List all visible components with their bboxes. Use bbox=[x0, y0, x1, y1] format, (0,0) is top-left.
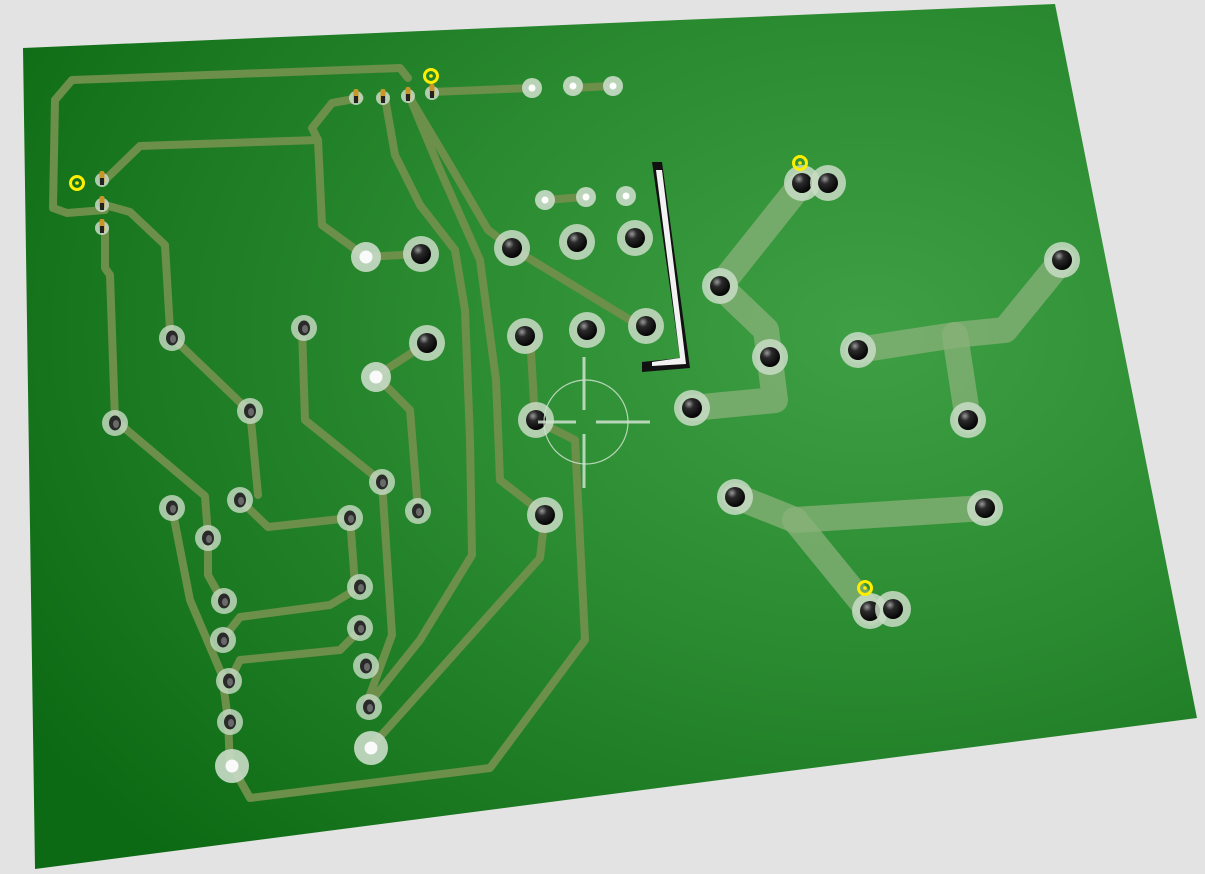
through-hole-pad[interactable] bbox=[409, 325, 445, 361]
copper-trace[interactable] bbox=[364, 94, 476, 709]
copper-trace[interactable] bbox=[372, 372, 422, 514]
fiducial-marker bbox=[792, 155, 808, 171]
copper-trace[interactable] bbox=[101, 94, 364, 184]
through-hole-pad[interactable] bbox=[784, 165, 820, 201]
through-hole-pad[interactable] bbox=[217, 709, 243, 735]
through-hole-pad[interactable] bbox=[403, 236, 439, 272]
through-hole-pad[interactable] bbox=[950, 402, 986, 438]
copper-trace[interactable] bbox=[314, 136, 370, 261]
copper-trace[interactable] bbox=[428, 84, 534, 96]
copper-trace[interactable] bbox=[246, 406, 262, 499]
through-hole-pad[interactable] bbox=[702, 268, 738, 304]
power-trace[interactable] bbox=[782, 507, 883, 625]
through-hole-pad[interactable] bbox=[535, 190, 555, 210]
copper-trace[interactable] bbox=[49, 96, 109, 217]
through-hole-pad[interactable] bbox=[628, 308, 664, 344]
through-hole-pad[interactable] bbox=[211, 588, 237, 614]
through-hole-pad[interactable] bbox=[95, 171, 109, 187]
pcb-board[interactable] bbox=[23, 4, 1197, 869]
copper-trace[interactable] bbox=[168, 504, 226, 679]
power-traces-layer bbox=[679, 170, 1075, 625]
through-hole-pad[interactable] bbox=[576, 187, 596, 207]
through-hole-pad[interactable] bbox=[752, 339, 788, 375]
through-hole-pad[interactable] bbox=[237, 398, 263, 424]
copper-trace[interactable] bbox=[228, 416, 589, 802]
through-hole-pad[interactable] bbox=[875, 591, 911, 627]
fiducial-marker bbox=[857, 580, 873, 596]
through-hole-pad[interactable] bbox=[195, 525, 221, 551]
through-hole-pad[interactable] bbox=[347, 615, 373, 641]
copper-trace[interactable] bbox=[218, 583, 364, 644]
through-hole-pad[interactable] bbox=[522, 78, 542, 98]
through-hole-pad[interactable] bbox=[337, 505, 363, 531]
connector-slot bbox=[642, 162, 690, 372]
through-hole-pad[interactable] bbox=[210, 627, 236, 653]
through-hole-pad[interactable] bbox=[349, 89, 363, 105]
through-hole-pad[interactable] bbox=[603, 76, 623, 96]
through-hole-pad[interactable] bbox=[405, 498, 431, 524]
pads-layer bbox=[69, 68, 1080, 783]
fiducial-marker bbox=[423, 68, 439, 84]
power-trace[interactable] bbox=[679, 170, 815, 421]
through-hole-pad[interactable] bbox=[102, 410, 128, 436]
through-hole-pad[interactable] bbox=[674, 390, 710, 426]
through-hole-pad[interactable] bbox=[559, 224, 595, 260]
through-hole-pad[interactable] bbox=[967, 490, 1003, 526]
through-hole-pad[interactable] bbox=[569, 312, 605, 348]
copper-trace[interactable] bbox=[101, 201, 252, 414]
through-hole-pad[interactable] bbox=[369, 469, 395, 495]
through-hole-pad[interactable] bbox=[518, 402, 554, 438]
copper-trace[interactable] bbox=[508, 244, 644, 330]
through-hole-pad[interactable] bbox=[1044, 242, 1080, 278]
through-hole-pad[interactable] bbox=[227, 487, 253, 513]
copper-trace[interactable] bbox=[101, 224, 119, 424]
through-hole-pad[interactable] bbox=[376, 89, 390, 105]
through-hole-pad[interactable] bbox=[425, 84, 439, 100]
through-hole-pad[interactable] bbox=[351, 242, 381, 272]
through-hole-pad[interactable] bbox=[810, 165, 846, 201]
copper-traces-layer bbox=[49, 64, 644, 802]
through-hole-pad[interactable] bbox=[216, 668, 242, 694]
copper-trace[interactable] bbox=[111, 416, 212, 540]
copper-trace[interactable] bbox=[406, 94, 549, 519]
through-hole-pad[interactable] bbox=[159, 325, 185, 351]
through-hole-pad[interactable] bbox=[95, 196, 109, 212]
through-hole-pad[interactable] bbox=[354, 731, 388, 765]
through-hole-pad[interactable] bbox=[347, 574, 373, 600]
through-hole-pad[interactable] bbox=[563, 76, 583, 96]
through-hole-pad[interactable] bbox=[840, 332, 876, 368]
through-hole-pad[interactable] bbox=[494, 230, 530, 266]
through-hole-pad[interactable] bbox=[291, 315, 317, 341]
power-trace[interactable] bbox=[845, 247, 1075, 363]
through-hole-pad[interactable] bbox=[717, 479, 753, 515]
fiducial-marker bbox=[69, 175, 85, 191]
through-hole-pad[interactable] bbox=[617, 220, 653, 256]
through-hole-pad[interactable] bbox=[616, 186, 636, 206]
through-hole-pad[interactable] bbox=[215, 749, 249, 783]
crosshair-cursor bbox=[538, 357, 650, 488]
through-hole-pad[interactable] bbox=[401, 87, 415, 103]
through-hole-pad[interactable] bbox=[353, 653, 379, 679]
through-hole-pad[interactable] bbox=[361, 362, 391, 392]
copper-trace[interactable] bbox=[51, 64, 412, 104]
through-hole-pad[interactable] bbox=[95, 219, 109, 235]
through-hole-pad[interactable] bbox=[356, 694, 382, 720]
through-hole-pad[interactable] bbox=[527, 497, 563, 533]
through-hole-pad[interactable] bbox=[159, 495, 185, 521]
through-hole-pad[interactable] bbox=[507, 318, 543, 354]
